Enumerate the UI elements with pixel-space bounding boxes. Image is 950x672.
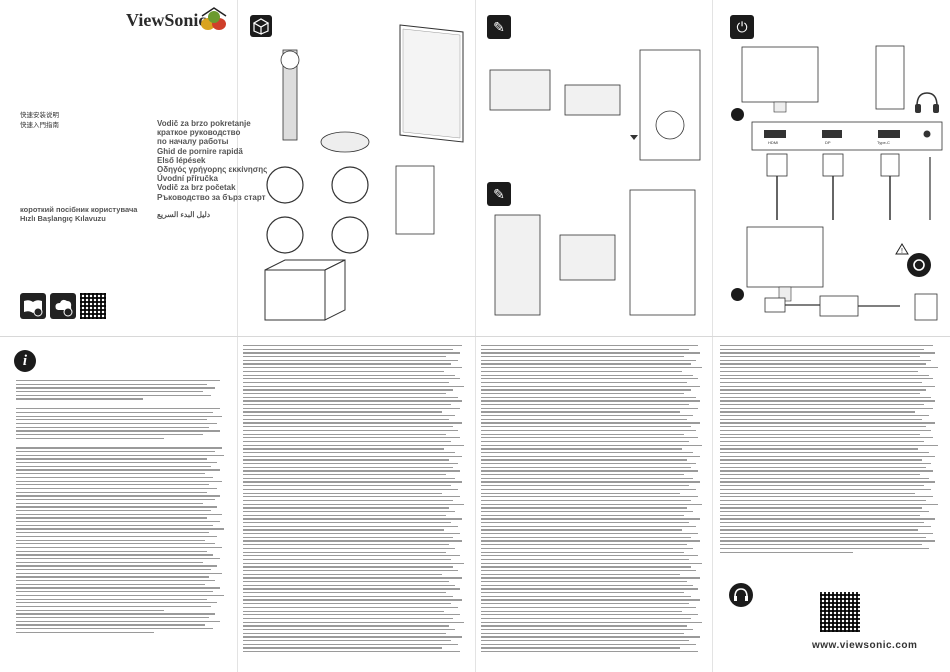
safety-text-col-2 <box>243 345 469 665</box>
step-badge-2 <box>731 288 744 301</box>
headphones-icon <box>915 92 939 113</box>
screwdriver-icon: ✎ <box>487 15 511 39</box>
port-panel <box>751 121 943 151</box>
monitor-illustration <box>399 24 464 143</box>
birds-logo-icon <box>201 7 227 30</box>
wall-mount-illustration <box>494 189 696 316</box>
stand-illustration <box>280 49 300 141</box>
info-icon: i <box>14 350 36 372</box>
port-label-dp: DP <box>825 140 831 145</box>
power-adapter-illustration <box>764 293 938 321</box>
cardboard-box-illustration <box>264 259 346 321</box>
screwdriver-icon: ✎ <box>487 182 511 206</box>
power-plug-icon: ⏻ <box>730 15 754 39</box>
monitor-power-illustration <box>746 226 824 302</box>
port-label-typec: Type-C <box>877 140 890 145</box>
headset-support-icon <box>729 583 753 607</box>
safety-text-col-4 <box>720 345 942 575</box>
quick-start-title-arabic: دليل البدء السريع <box>157 210 211 219</box>
quick-start-titles-left: короткий посібник користувача Hızlı Başl… <box>20 205 138 223</box>
power-button-icon <box>907 253 931 277</box>
pc-tower-illustration <box>875 45 905 110</box>
svg-text:!: ! <box>901 248 903 255</box>
book-icon <box>20 293 46 319</box>
stand-attach-illustration <box>489 49 701 161</box>
safety-text-col-1 <box>16 380 228 660</box>
warning-triangle-icon: ! <box>895 243 909 255</box>
quick-start-cn: 快速安装说明 快速入門指南 <box>20 112 59 129</box>
step-badge-1 <box>731 108 744 121</box>
base-illustration <box>320 131 370 153</box>
website-url[interactable]: www.viewsonic.com <box>812 640 918 651</box>
brand-logo: ViewSonic <box>126 10 207 30</box>
quick-start-titles: Vodič za brzo pokretanje краткое руковод… <box>157 119 268 202</box>
qr-code[interactable] <box>80 293 106 319</box>
safety-text-col-3 <box>481 345 707 665</box>
port-label-hdmi: HDMI <box>768 140 779 145</box>
support-qr-code[interactable] <box>820 592 860 632</box>
box-icon <box>250 15 272 37</box>
cable-connectors-illustration <box>766 153 931 220</box>
fold-line <box>0 336 950 337</box>
cloud-download-icon <box>50 293 76 319</box>
document-illustration <box>395 165 435 235</box>
monitor-connection-illustration <box>741 46 819 113</box>
cable-illustrations <box>266 166 369 254</box>
